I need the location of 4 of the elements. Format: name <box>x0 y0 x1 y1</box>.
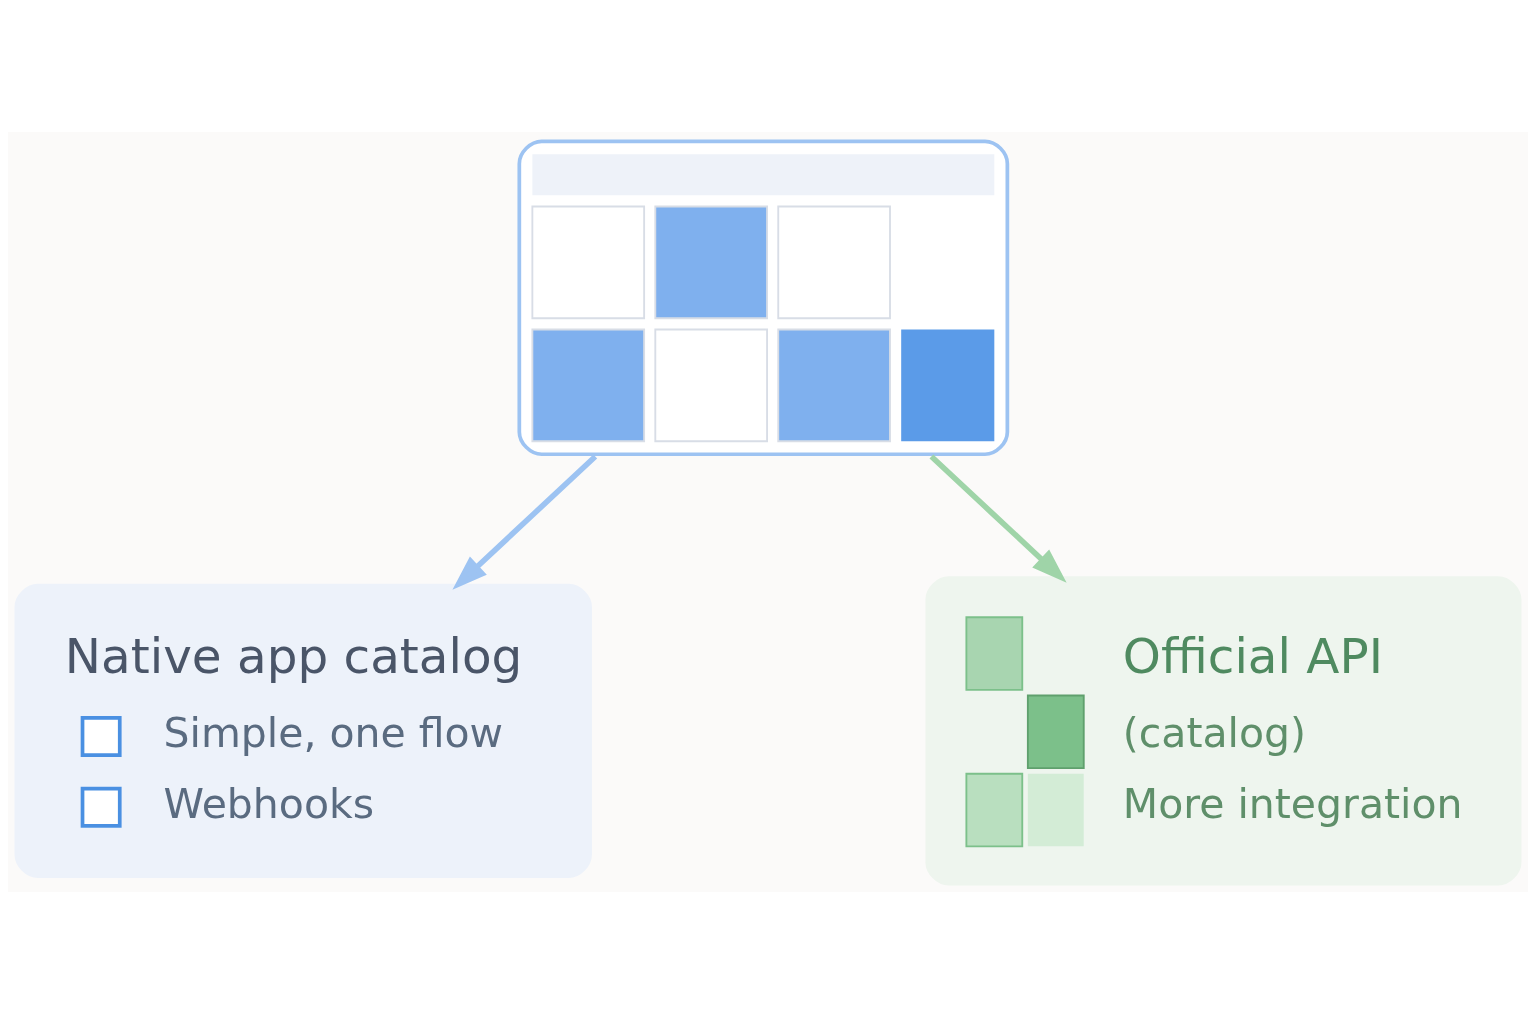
node-box: Native app catalog Simple, one flow Webhooks <box>14 583 592 879</box>
node-box: Official API (catalog) More integration <box>925 576 1522 886</box>
arrow <box>929 454 1067 583</box>
arrow <box>452 454 598 590</box>
